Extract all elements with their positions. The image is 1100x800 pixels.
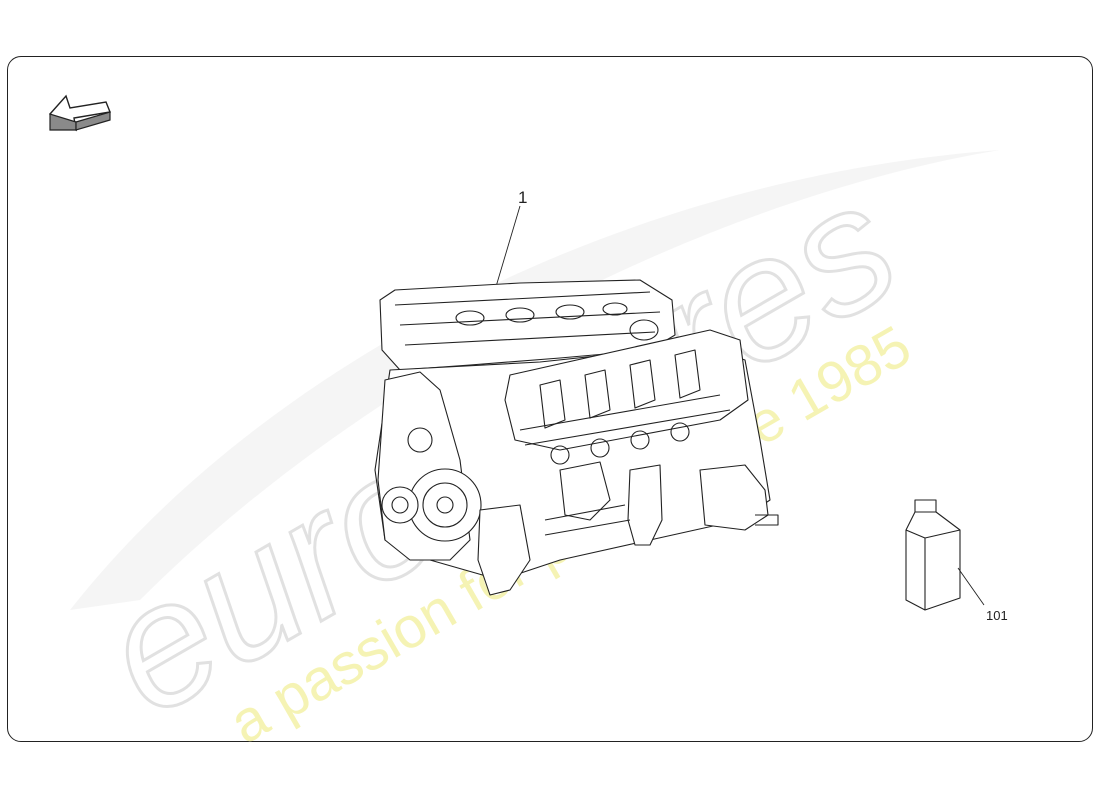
back-arrow-icon[interactable] — [46, 94, 112, 136]
leader-line-101 — [957, 567, 985, 606]
oil-bottle — [905, 499, 985, 611]
leader-line-1 — [494, 205, 521, 291]
callout-label-101[interactable]: 101 — [986, 608, 1008, 623]
callout-label-1[interactable]: 1 — [518, 188, 528, 207]
engine-assembly — [374, 205, 779, 596]
